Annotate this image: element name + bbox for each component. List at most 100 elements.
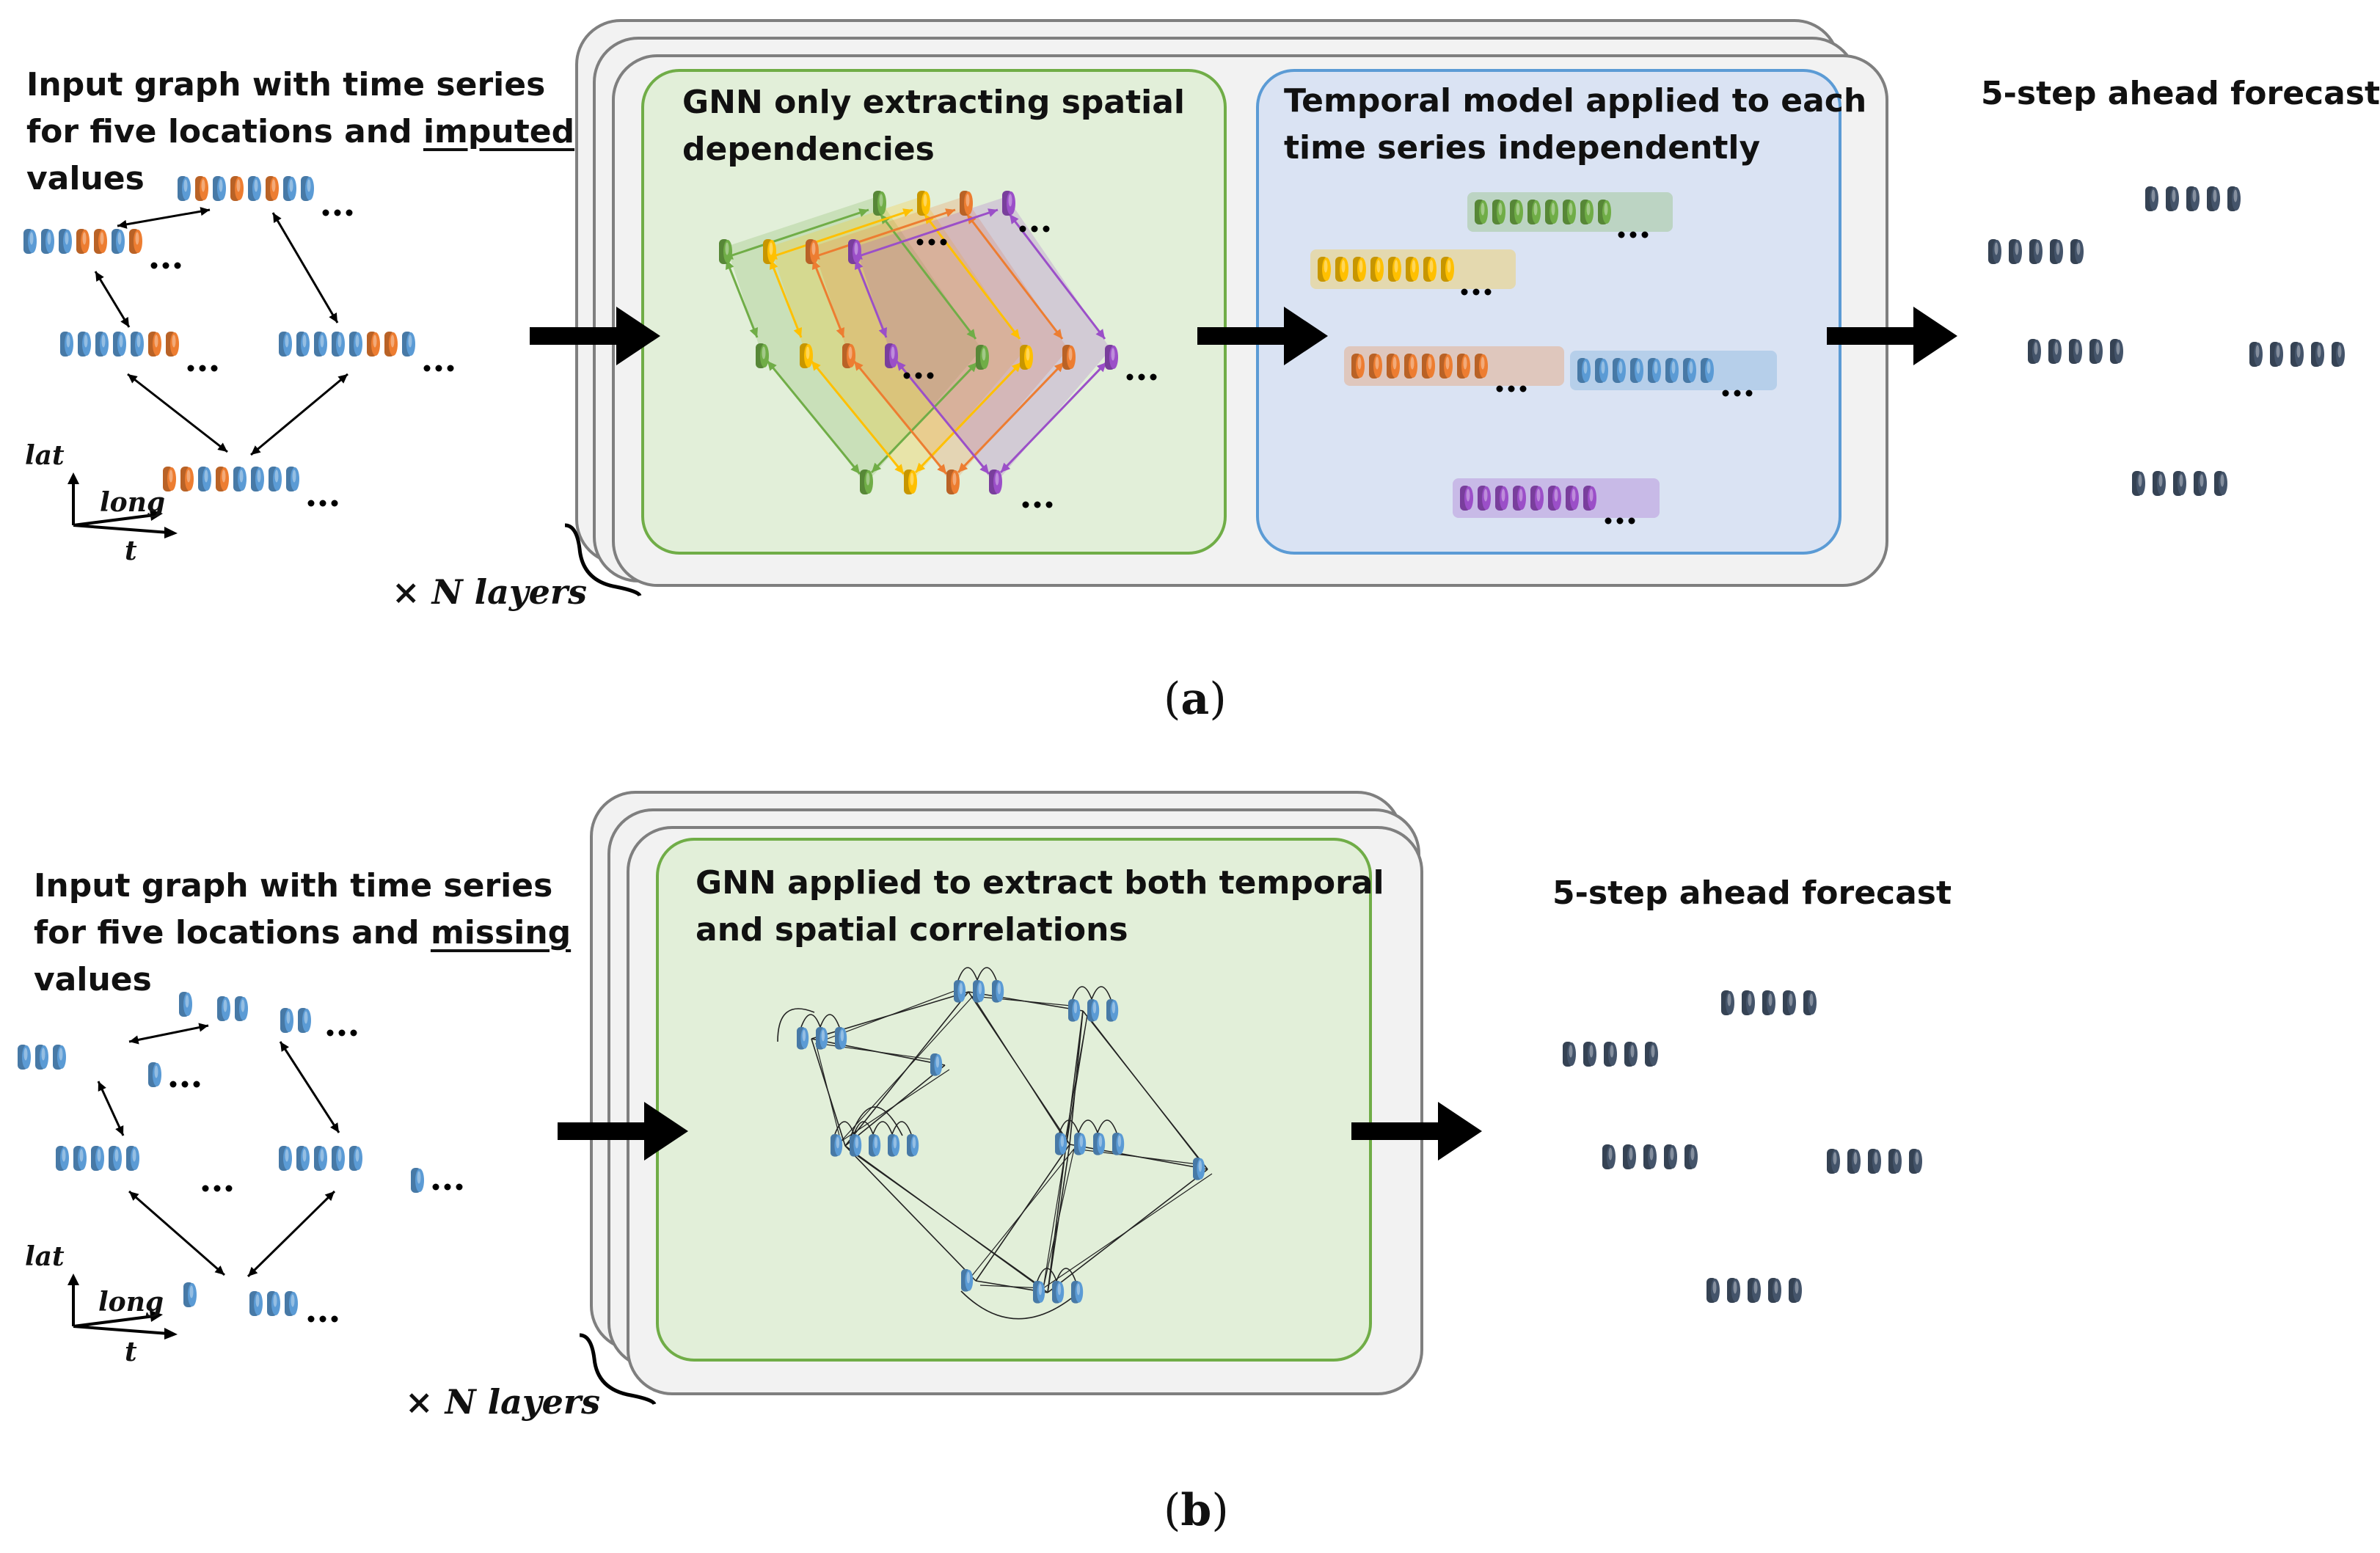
ellipsis (1618, 231, 1649, 238)
time-step-node (41, 229, 54, 254)
time-step-node (296, 1146, 310, 1171)
panel-a-gnn-title-line1: GNN only extracting spatial (682, 84, 1185, 121)
time-step-node (1545, 200, 1558, 224)
time-step-node (91, 1146, 104, 1171)
ellipsis (1722, 390, 1753, 397)
time-step-node (2089, 339, 2103, 364)
st-edge (1043, 1173, 1213, 1289)
graph-edge (128, 1023, 209, 1045)
time-step-node (235, 996, 248, 1021)
time-step-node (1803, 990, 1817, 1015)
time-step-node (1783, 990, 1796, 1015)
time-step-node (384, 332, 398, 357)
time-step-node (1566, 486, 1579, 511)
time-step-node (1604, 1042, 1617, 1067)
time-step-node (1888, 1149, 1902, 1174)
spatio-temporal-graph (777, 967, 1213, 1320)
time-step-node (1318, 257, 1331, 282)
panel-a-brace (564, 523, 642, 597)
time-step-node (216, 467, 229, 492)
panel-b-arrow-1 (558, 1102, 688, 1161)
time-step-node (179, 992, 192, 1017)
ellipsis (1461, 288, 1492, 296)
time-step-node (2207, 186, 2220, 211)
time-step-node (1548, 486, 1561, 511)
time-step-node (1630, 358, 1643, 383)
spatial-layer-3 (855, 197, 1111, 484)
time-step-node (2110, 339, 2123, 364)
time-step-node (869, 1134, 881, 1157)
st-edge (840, 995, 974, 1142)
edge (810, 360, 905, 475)
time-step-node (1665, 358, 1679, 383)
ellipsis (1605, 517, 1635, 525)
time-step-node (279, 1146, 292, 1171)
time-step-node (1683, 358, 1696, 383)
time-step-node (59, 229, 72, 254)
time-step-node (1457, 354, 1470, 379)
panel-b-gnn-title-line2: and spatial correlations (696, 911, 1128, 949)
time-step-node (2270, 342, 2283, 367)
time-step-node (2194, 471, 2207, 496)
time-step-node (961, 1269, 974, 1292)
ellipsis (1496, 385, 1527, 392)
time-step-node (831, 1134, 843, 1157)
time-step-node (1789, 1278, 1802, 1303)
time-step-node (1193, 1158, 1205, 1180)
time-step-node (1475, 200, 1488, 224)
time-step-node (806, 239, 819, 264)
self-loop (1097, 1119, 1117, 1133)
st-edge (972, 995, 1079, 1007)
edge (999, 361, 1108, 474)
time-step-node (2069, 339, 2082, 364)
time-step-node (183, 1282, 197, 1307)
spatial-layer-0 (726, 197, 982, 484)
time-step-node (349, 332, 362, 357)
time-step-node (1062, 345, 1076, 370)
ellipsis (916, 238, 947, 246)
graph-edge (97, 1081, 125, 1136)
time-step-node (1727, 1278, 1740, 1303)
time-step-node (873, 191, 886, 216)
panel-b-gnn-title-line1: GNN applied to extract both temporal (696, 864, 1384, 902)
ellipsis (322, 209, 353, 216)
time-step-node (1353, 257, 1366, 282)
time-step-node (1071, 1281, 1084, 1304)
graph-edge (279, 1041, 340, 1133)
time-step-node (1513, 486, 1526, 511)
time-step-node (279, 332, 292, 357)
time-step-node (94, 229, 107, 254)
time-step-node (251, 467, 264, 492)
time-step-node (217, 996, 230, 1021)
time-step-node (73, 1146, 87, 1171)
self-loop (777, 1008, 815, 1042)
time-step-node (1439, 354, 1453, 379)
time-step-node (1074, 1133, 1087, 1155)
time-step-node (835, 1027, 847, 1050)
st-edge (840, 1069, 950, 1142)
panel-a-caption: (a) (1164, 673, 1227, 725)
st-edge (1043, 1148, 1075, 1289)
time-step-node (888, 1134, 900, 1157)
st-edge (849, 1150, 972, 1277)
time-step-node (904, 469, 917, 494)
panel-a-input-label-line1: Input graph with time series (26, 66, 546, 103)
time-step-node (332, 332, 345, 357)
self-loop (977, 967, 997, 981)
time-step-node (180, 467, 194, 492)
ellipsis (326, 1029, 357, 1037)
time-step-node (976, 345, 989, 370)
time-step-node (129, 229, 142, 254)
edge (914, 361, 1023, 474)
graph-edge (128, 1190, 225, 1276)
ellipsis (432, 1183, 463, 1191)
time-step-node (1742, 990, 1755, 1015)
time-step-node (719, 239, 732, 264)
time-step-node (848, 239, 861, 264)
time-step-node (1701, 358, 1714, 383)
time-step-node (56, 1146, 69, 1171)
time-step-node (1530, 486, 1544, 511)
panel-a-axes (67, 472, 178, 538)
time-step-node (109, 1146, 122, 1171)
time-step-node (1602, 1144, 1616, 1169)
